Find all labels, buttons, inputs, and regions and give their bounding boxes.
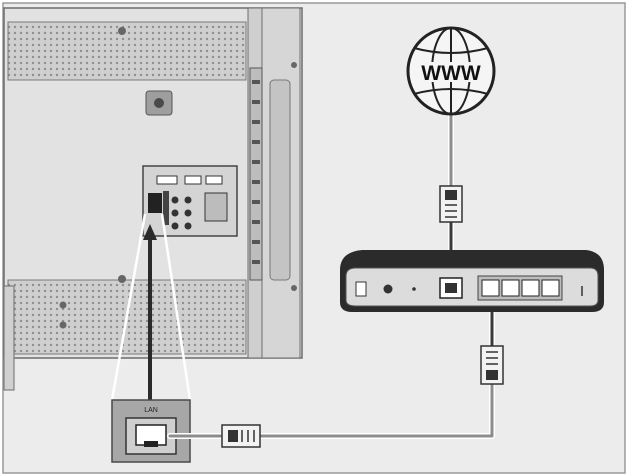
lan-port-label: LAN [144,407,158,414]
rj45-plug-icon [439,185,463,223]
lan-cable [167,303,495,439]
tv-back-panel-icon [3,7,303,391]
router-icon [340,250,604,312]
arrow-up-icon [143,224,157,400]
globe-label: WWW [421,62,481,85]
globe-icon [406,26,496,116]
rj45-plug-icon [480,345,504,385]
lan-port-callout-lines [110,213,192,401]
rj45-plug-icon [221,424,261,448]
